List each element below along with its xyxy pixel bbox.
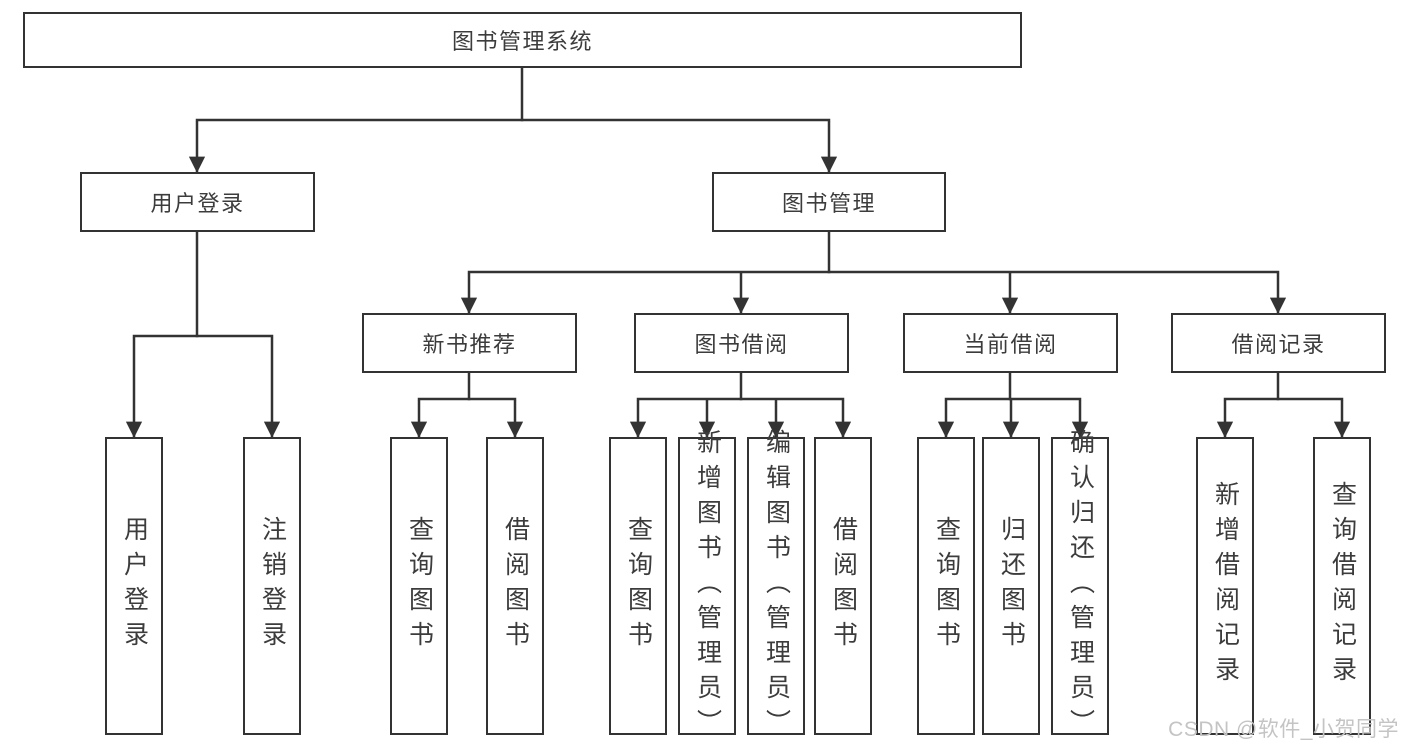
- leaf-add-book-admin: 新增图书（管理员）: [678, 429, 736, 744]
- leaf-logout-label: 注销登录: [258, 516, 287, 656]
- node-root-label: 图书管理系统: [451, 29, 593, 54]
- edge-book-borrow-to-leaves: [629, 371, 852, 438]
- leaf-edit-book-admin-label: 编辑图书（管理员）: [762, 428, 791, 744]
- leaf-query-book-recommend: 查询图书: [390, 437, 448, 735]
- leaf-add-book-admin-label: 新增图书（管理员）: [693, 428, 722, 744]
- leaf-query-borrow-record-label: 查询借阅记录: [1328, 481, 1357, 691]
- leaf-return-book-label: 归还图书: [997, 516, 1026, 656]
- node-current-borrow: 当前借阅: [903, 313, 1118, 373]
- edge-user-login-to-leaves: [125, 230, 281, 438]
- leaf-confirm-return-admin-label: 确认归还（管理员）: [1066, 428, 1095, 744]
- leaf-user-login-label: 用户登录: [120, 516, 149, 656]
- node-new-book-recommend-label: 新书推荐: [422, 332, 517, 357]
- leaf-query-book-current-label: 查询图书: [932, 516, 961, 656]
- leaf-logout: 注销登录: [243, 437, 301, 735]
- edge-new-book-recommend-to-leaves: [410, 371, 524, 438]
- node-borrow-records-label: 借阅记录: [1231, 332, 1326, 357]
- node-new-book-recommend: 新书推荐: [362, 313, 577, 373]
- leaf-edit-book-admin: 编辑图书（管理员）: [747, 429, 805, 744]
- leaf-borrow-book-label: 借阅图书: [829, 516, 858, 656]
- node-book-borrow: 图书借阅: [634, 313, 849, 373]
- edge-root-to-level2: [188, 66, 838, 173]
- node-user-login: 用户登录: [80, 172, 315, 232]
- edge-book-management-to-level3: [460, 230, 1287, 314]
- node-book-borrow-label: 图书借阅: [694, 332, 789, 357]
- node-user-login-label: 用户登录: [150, 191, 245, 216]
- edge-current-borrow-to-leaves: [937, 371, 1089, 438]
- node-current-borrow-label: 当前借阅: [963, 332, 1058, 357]
- node-root: 图书管理系统: [23, 12, 1022, 68]
- leaf-user-login: 用户登录: [105, 437, 163, 735]
- leaf-add-borrow-record-label: 新增借阅记录: [1211, 481, 1240, 691]
- leaf-query-book-borrow-label: 查询图书: [624, 516, 653, 656]
- node-borrow-records: 借阅记录: [1171, 313, 1386, 373]
- leaf-query-book-recommend-label: 查询图书: [405, 516, 434, 656]
- leaf-return-book: 归还图书: [982, 437, 1040, 735]
- leaf-borrow-book: 借阅图书: [814, 437, 872, 735]
- leaf-confirm-return-admin: 确认归还（管理员）: [1051, 429, 1109, 744]
- leaf-borrow-book-recommend: 借阅图书: [486, 437, 544, 735]
- node-book-management-label: 图书管理: [781, 191, 876, 216]
- leaf-add-borrow-record: 新增借阅记录: [1196, 437, 1254, 735]
- node-book-management: 图书管理: [712, 172, 946, 232]
- leaf-query-borrow-record: 查询借阅记录: [1313, 437, 1371, 735]
- leaf-query-book-borrow: 查询图书: [609, 437, 667, 735]
- watermark: CSDN @软件_小贺同学: [1168, 718, 1399, 741]
- edge-borrow-records-to-leaves: [1216, 371, 1351, 438]
- leaf-query-book-current: 查询图书: [917, 437, 975, 735]
- leaf-borrow-book-recommend-label: 借阅图书: [501, 516, 530, 656]
